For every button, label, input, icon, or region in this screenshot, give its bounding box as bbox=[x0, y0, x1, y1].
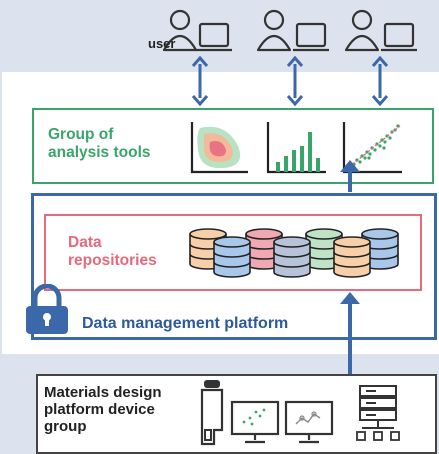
analysis-tools-label-line2: analysis tools bbox=[48, 144, 151, 161]
data-repositories-label-line1: Data bbox=[68, 234, 102, 251]
bidirectional-arrow-icon bbox=[371, 56, 389, 106]
server-icon bbox=[356, 385, 400, 441]
materials-device-group-label: Materials design platform device group bbox=[44, 384, 204, 435]
user-icon bbox=[344, 9, 380, 52]
user-group-1 bbox=[160, 8, 236, 54]
laptop-icon bbox=[292, 22, 330, 54]
database-stack-icon bbox=[189, 228, 399, 278]
bidirectional-arrow-icon bbox=[191, 56, 209, 106]
user-label: user bbox=[148, 36, 176, 51]
bidirectional-arrow-icon bbox=[286, 56, 304, 106]
laptop-icon bbox=[195, 22, 233, 54]
up-arrow-icon bbox=[340, 292, 360, 376]
user-group-2 bbox=[254, 8, 294, 54]
laptop-icon bbox=[380, 22, 418, 54]
user-icon bbox=[256, 9, 292, 52]
lock-icon bbox=[26, 284, 68, 334]
materials-device-group-label-line1: Materials design bbox=[44, 384, 162, 401]
analysis-tools-label-line1: Group of bbox=[48, 126, 114, 143]
materials-device-group-label-line2: platform device bbox=[44, 401, 155, 418]
user-group-3 bbox=[342, 8, 382, 54]
monitor-icon bbox=[230, 400, 280, 444]
data-repositories-label: Data repositories bbox=[68, 234, 188, 270]
bar-chart-icon bbox=[266, 122, 326, 174]
up-arrow-icon bbox=[340, 160, 360, 192]
analysis-tools-label: Group of analysis tools bbox=[48, 126, 188, 162]
data-repositories-label-line2: repositories bbox=[68, 252, 157, 269]
microscope-icon bbox=[200, 380, 224, 446]
contour-plot-icon bbox=[190, 122, 248, 174]
monitor-icon bbox=[284, 400, 334, 444]
materials-device-group-label-line3: group bbox=[44, 418, 87, 435]
user-icon bbox=[162, 9, 198, 52]
data-management-platform-label: Data management platform bbox=[82, 315, 289, 332]
